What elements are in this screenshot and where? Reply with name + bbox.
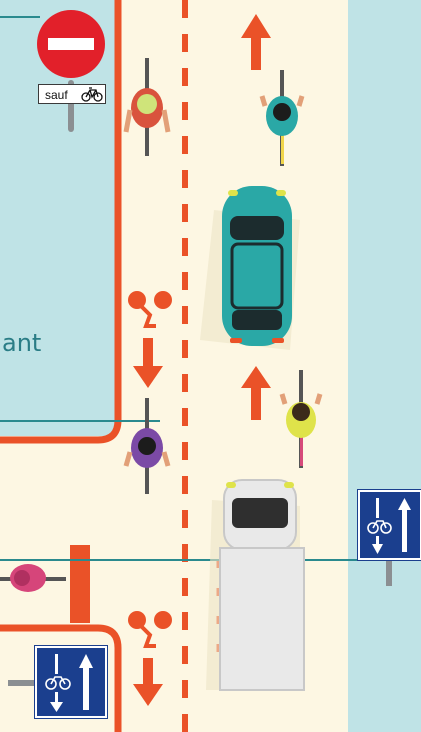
truck bbox=[206, 480, 304, 690]
two-way-cycle-lane-sign-bottom-left bbox=[35, 646, 107, 718]
no-entry-exception-plate: sauf bbox=[38, 84, 106, 104]
cropped-text-fragment: ant bbox=[0, 318, 41, 368]
two-way-cycle-lane-sign-icon bbox=[360, 492, 420, 558]
bicycle-icon bbox=[81, 86, 103, 102]
two-way-cycle-lane-sign-right bbox=[358, 490, 421, 560]
exception-text: sauf bbox=[45, 88, 68, 102]
stop-line bbox=[70, 545, 90, 623]
two-way-cycle-lane-sign-icon bbox=[37, 648, 105, 716]
no-entry-sign bbox=[37, 10, 105, 132]
sign-post-bottom-left bbox=[8, 680, 38, 686]
car bbox=[200, 186, 300, 350]
